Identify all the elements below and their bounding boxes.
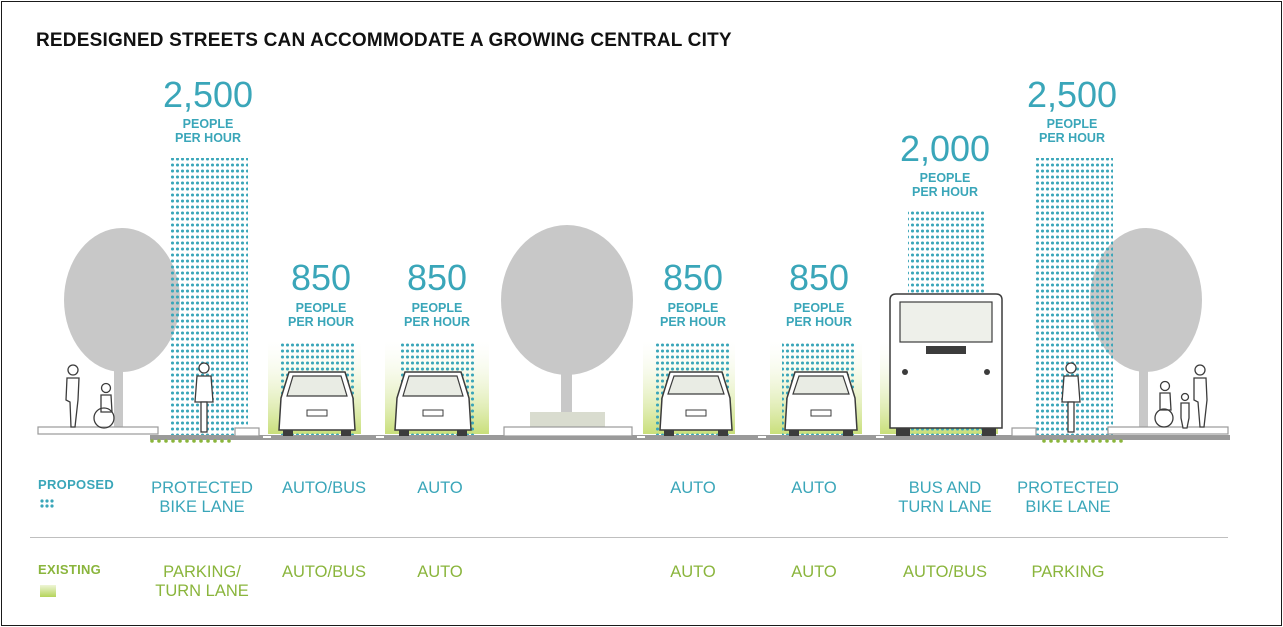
pedestrian-child-icon [1180, 392, 1190, 429]
car-icon [278, 371, 356, 436]
wheelchair-user-icon [1154, 380, 1174, 428]
lane-proposed-label: PROTECTED BIKE LANE [151, 479, 253, 516]
lane-proposed-label: AUTO [791, 479, 837, 497]
pedestrian-icon [1193, 364, 1208, 428]
capacity-value: 2,000 [900, 128, 990, 169]
green-bar-icon [40, 585, 56, 597]
capacity-value: 850 [663, 257, 723, 298]
car-icon [659, 371, 733, 436]
lane-proposed-label: AUTO/BUS [281, 479, 367, 497]
capacity-value: 2,500 [163, 74, 253, 115]
lane-existing-label: PARKING [1031, 563, 1105, 581]
row-divider [30, 537, 1228, 538]
lane-existing-label: AUTO [791, 563, 837, 581]
pedestrian-icon [65, 364, 80, 428]
lane-existing-label: AUTO [670, 563, 716, 581]
lane-proposed-label: AUTO [417, 479, 463, 497]
cyclist-icon [194, 362, 214, 433]
capacity-value: 850 [407, 257, 467, 298]
tree-icon [1090, 228, 1202, 432]
lane-existing-label: AUTO/BUS [902, 563, 988, 581]
capacity-value: 850 [789, 257, 849, 298]
car-icon [784, 371, 858, 436]
lane-existing-label: AUTO/BUS [281, 563, 367, 581]
cyclist-icon [1061, 362, 1081, 433]
street-surface [37, 426, 1230, 443]
lane-existing-label: PARKING/ TURN LANE [155, 563, 249, 600]
lane-proposed-label: PROTECTED BIKE LANE [1017, 479, 1119, 516]
people-dots-icon [40, 499, 54, 508]
lane-existing-label: AUTO [417, 563, 463, 581]
bus-icon [889, 293, 1003, 436]
car-icon [394, 371, 472, 436]
capacity-value: 2,500 [1027, 74, 1117, 115]
proposed-row-label: PROPOSED [38, 477, 115, 492]
existing-row-label: EXISTING [38, 562, 102, 577]
lane-proposed-label: BUS AND TURN LANE [898, 479, 992, 516]
lane-proposed-label: AUTO [670, 479, 716, 497]
wheelchair-user-icon [93, 382, 115, 429]
tree-icon [64, 228, 180, 432]
tree-icon [501, 225, 633, 432]
page-title: REDESIGNED STREETS CAN ACCOMMODATE A GRO… [36, 30, 732, 51]
capacity-value: 850 [291, 257, 351, 298]
